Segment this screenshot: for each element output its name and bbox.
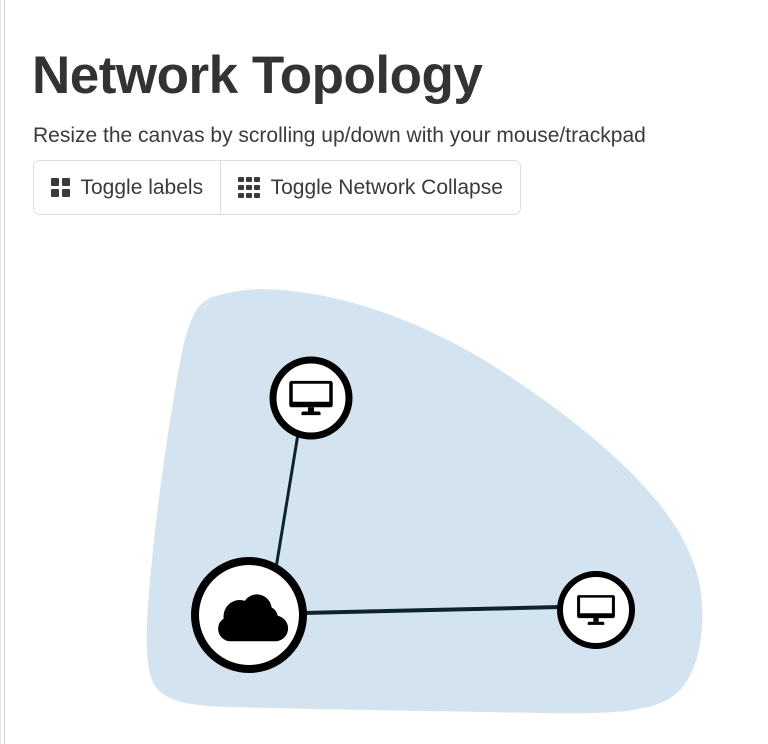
grid-2x2-icon — [51, 178, 70, 197]
toolbar-button-group: Toggle labels Toggle Network Collapse — [33, 160, 521, 215]
node-desktop-right[interactable] — [557, 571, 635, 649]
toggle-labels-button-label: Toggle labels — [80, 175, 204, 199]
node-cloud-left[interactable] — [191, 557, 307, 673]
toggle-network-collapse-button[interactable]: Toggle Network Collapse — [221, 161, 520, 214]
page-subtitle: Resize the canvas by scrolling up/down w… — [33, 124, 646, 147]
panel-edge-rule-outer — [0, 0, 1, 744]
link-cloud-desktop-right[interactable] — [301, 605, 562, 615]
topology-links — [274, 432, 562, 615]
panel-edge-rule-inner — [4, 0, 5, 744]
node-circle[interactable] — [557, 571, 635, 649]
grid-3x3-icon — [238, 176, 260, 199]
topology-canvas[interactable] — [0, 248, 768, 744]
page-title: Network Topology — [32, 45, 483, 105]
node-desktop-top[interactable] — [269, 356, 353, 440]
topology-svg[interactable] — [0, 248, 768, 744]
toggle-labels-button[interactable]: Toggle labels — [34, 161, 222, 214]
link-cloud-desktop-top[interactable] — [274, 432, 300, 570]
toggle-network-collapse-button-label: Toggle Network Collapse — [270, 175, 503, 199]
node-circle[interactable] — [269, 356, 353, 440]
